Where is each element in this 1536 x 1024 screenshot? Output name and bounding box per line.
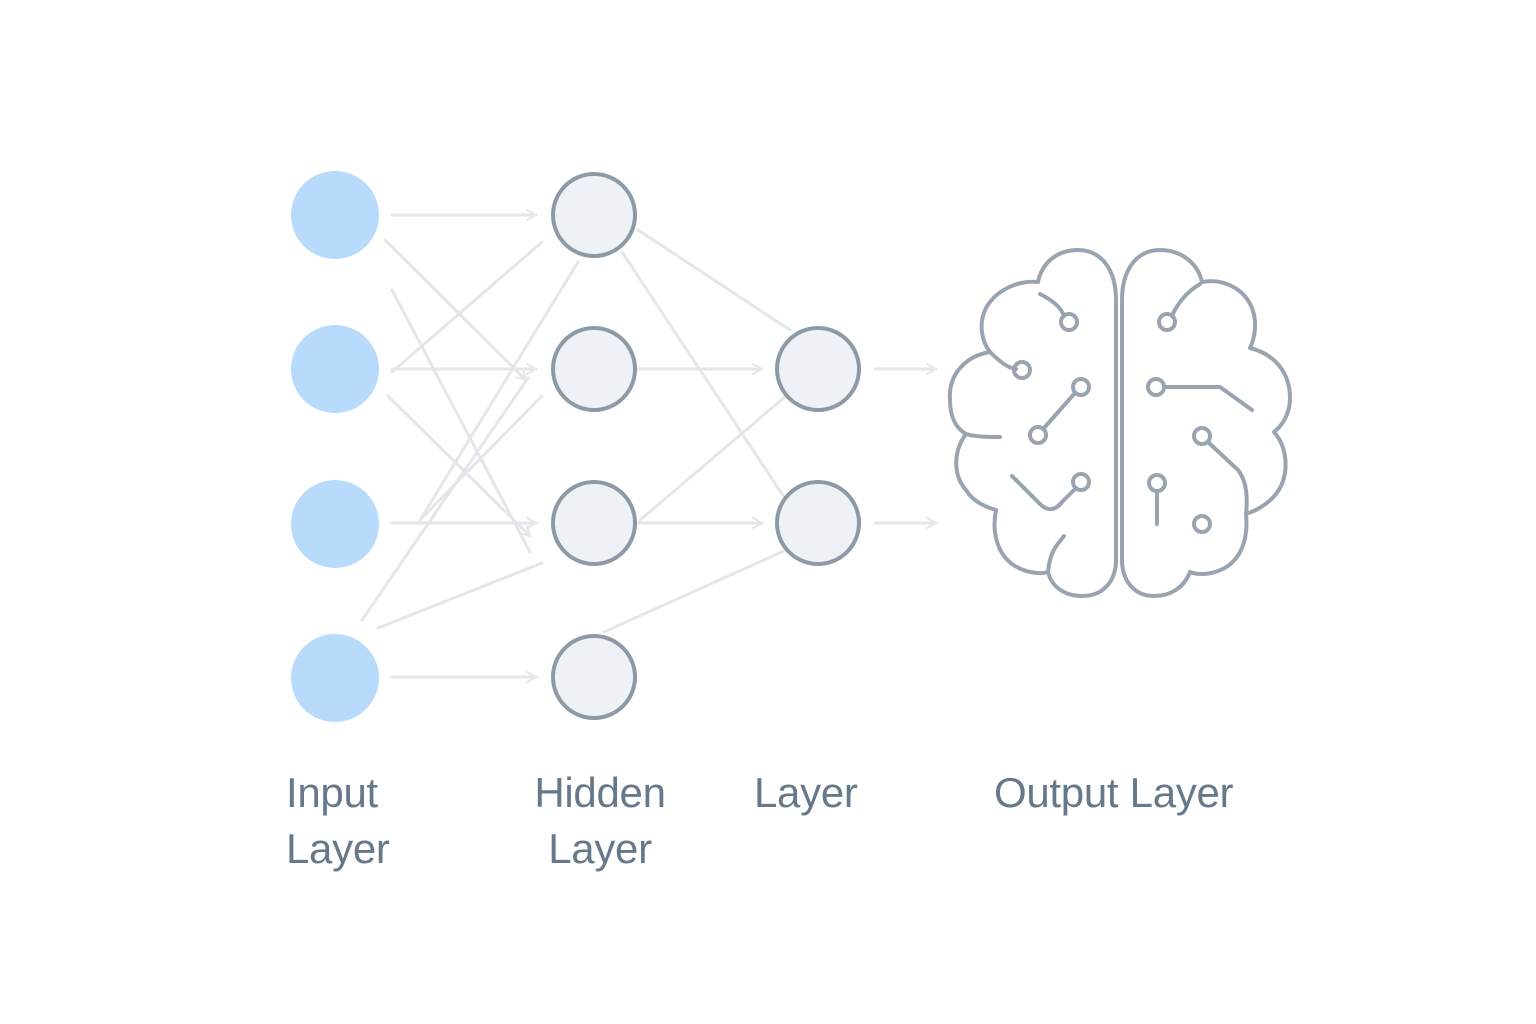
edge-input4-hidden3 (376, 561, 544, 630)
edge-input1-hidden3 (390, 288, 532, 554)
hidden-layer-label-line1: Hidden (534, 769, 666, 816)
connections (360, 209, 938, 683)
hidden-layer-nodes (551, 172, 637, 720)
input-node (291, 634, 379, 722)
layer-node (775, 480, 861, 566)
output-layer-label-text: Output Layer (994, 769, 1234, 816)
layer-node (775, 326, 861, 412)
layer-label-text: Layer (754, 769, 858, 816)
output-layer-label: Output Layer (994, 765, 1234, 821)
edge-hidden3-layer1 (638, 394, 788, 522)
edge-hidden4-layer2 (602, 548, 788, 634)
layer-nodes (775, 326, 861, 566)
input-node (291, 325, 379, 413)
hidden-node (551, 480, 637, 566)
hidden-layer-label-line2: Layer (548, 825, 652, 872)
edge-input1-hidden2 (383, 238, 528, 382)
edge-hidden1-layer2 (620, 250, 788, 502)
hidden-node (551, 326, 637, 412)
edge-input2-hidden1 (390, 240, 544, 374)
hidden-node (551, 172, 637, 258)
edge-input4-hidden2 (360, 376, 530, 622)
edge-input3-hidden2 (418, 394, 544, 522)
hidden-node (551, 634, 637, 720)
edge-input3-hidden1 (418, 260, 580, 522)
input-layer-label: Input Layer (286, 765, 390, 877)
input-node (291, 480, 379, 568)
layer-label: Layer (754, 765, 858, 821)
input-layer-label-line2: Layer (286, 825, 390, 872)
edge-input2-hidden3 (386, 394, 532, 538)
input-node (291, 171, 379, 259)
hidden-layer-label: Hidden Layer (528, 765, 672, 877)
edge-hidden1-layer1 (636, 228, 792, 332)
input-layer-nodes (291, 171, 379, 722)
brain-circuit-icon (947, 248, 1292, 598)
input-layer-label-line1: Input (286, 769, 378, 816)
